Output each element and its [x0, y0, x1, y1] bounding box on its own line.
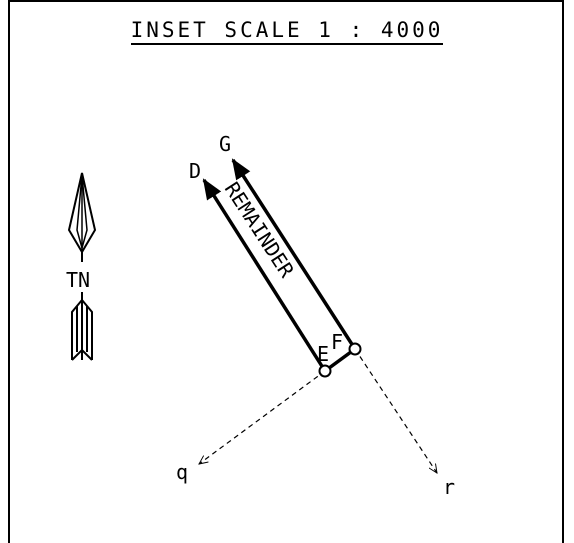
bearing-line-r — [354, 348, 437, 473]
point-label-g: G — [219, 132, 231, 156]
bearing-line-q — [199, 370, 326, 464]
boundary-line-f-g — [231, 158, 357, 350]
inset-scale-title-text: INSET SCALE 1 : 4000 — [130, 18, 444, 45]
north-arrow-tail — [71, 292, 93, 361]
survey-point-f — [348, 342, 362, 356]
north-arrow-icon: TN — [66, 172, 97, 361]
north-arrow-label: TN — [66, 268, 90, 292]
point-label-e: E — [317, 342, 329, 366]
boundary-line-e-d — [202, 178, 327, 372]
survey-point-e — [318, 364, 332, 378]
point-label-q: q — [176, 460, 188, 484]
point-label-f: F — [331, 330, 343, 354]
inset-scale-title: INSET SCALE 1 : 4000 — [0, 18, 574, 45]
point-label-d: D — [189, 159, 201, 183]
drawing-frame — [8, 0, 564, 543]
point-label-r: r — [443, 475, 455, 499]
